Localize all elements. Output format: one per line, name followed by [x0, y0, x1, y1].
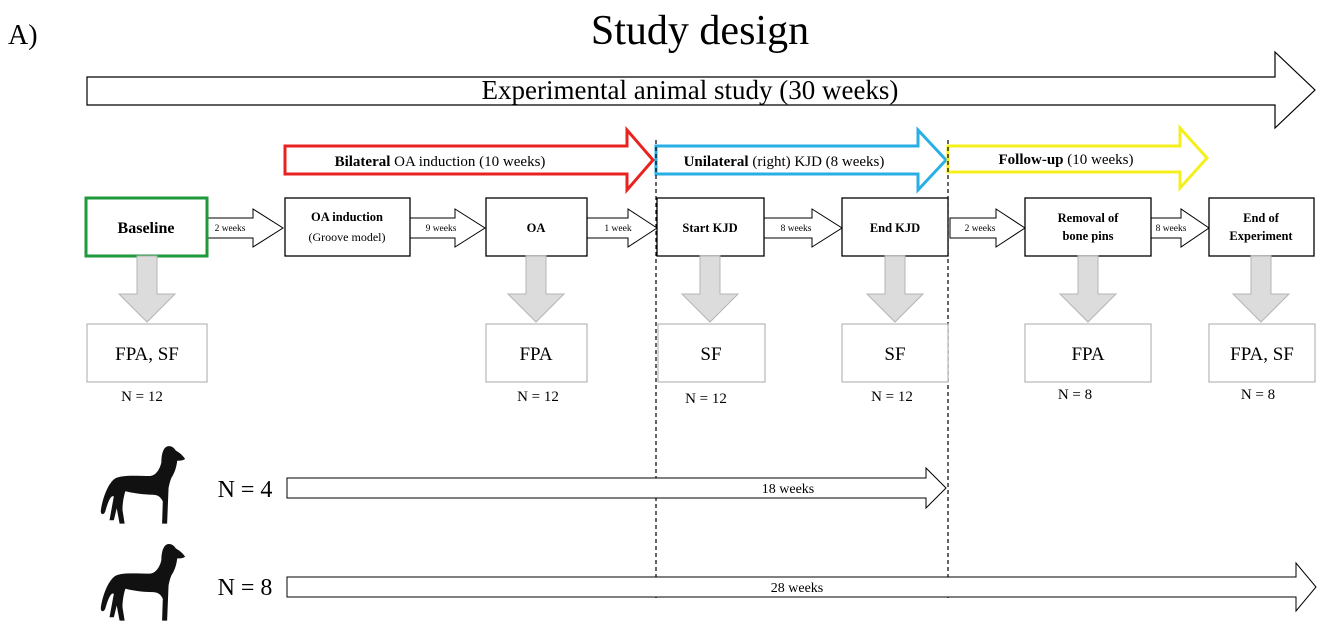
group-duration-label: 28 weeks: [771, 581, 824, 596]
measurement-down-arrow: [506, 255, 566, 323]
sample-size-label: N = 8: [1241, 387, 1275, 403]
interval-label: 8 weeks: [1156, 224, 1187, 234]
measurement-start-kjd: SF: [657, 323, 766, 383]
measurement-end-experiment: FPA, SF: [1208, 323, 1316, 383]
timepoint-label: Start KJD: [682, 221, 737, 235]
timepoint-oa-induction: OA induction (Groove model): [284, 197, 411, 257]
interval-arrow: 8 weeks: [763, 208, 843, 248]
timepoint-sublabel: bone pins: [1062, 229, 1113, 243]
group-n8: N = 8 28 weeks: [100, 544, 1317, 621]
svg-text:Unilateral (right) KJD (8 we: Unilateral (right) KJD (8 weeks): [684, 154, 885, 170]
group-n4: N = 4 18 weeks: [100, 446, 947, 524]
timepoint-label: Removal of: [1058, 211, 1120, 225]
group-size-label: N = 4: [218, 477, 273, 503]
measurement-label: FPA: [1071, 344, 1104, 365]
timepoint-label: OA induction: [311, 210, 383, 224]
overall-arrow-label: Experimental animal study (30 weeks): [482, 75, 899, 105]
measurement-label: FPA, SF: [115, 344, 179, 365]
measurement-label: FPA: [519, 344, 552, 365]
sample-size-label: N = 12: [685, 391, 727, 407]
measurement-down-arrow: [117, 255, 177, 323]
measurement-down-arrow: [1231, 255, 1291, 323]
phase-bold-label: Bilateral: [335, 154, 391, 170]
interval-label: 1 week: [604, 224, 631, 234]
overall-timeline-arrow: Experimental animal study (30 weeks): [86, 50, 1316, 130]
timepoint-end-kjd: End KJD: [841, 197, 949, 257]
timepoint-label: End of: [1243, 211, 1280, 225]
interval-label: 9 weeks: [426, 224, 457, 234]
timepoint-removal-bone-pins: Removal of bone pins: [1024, 197, 1152, 257]
interval-arrow: 8 weeks: [1150, 208, 1210, 248]
interval-label: 8 weeks: [781, 224, 812, 234]
interval-arrow: 2 weeks: [207, 208, 284, 248]
group-duration-arrow: [286, 466, 947, 510]
measurement-label: FPA, SF: [1230, 344, 1294, 365]
timepoint-label: OA: [527, 221, 546, 235]
phase-label: (right) KJD (8 weeks): [749, 154, 885, 170]
group-duration-label: 18 weeks: [762, 482, 815, 497]
timepoint-end-experiment: End of Experiment: [1208, 197, 1315, 257]
dog-icon: [100, 544, 186, 621]
phase-arrow-unilateral: Unilateral (right) KJD (8 weeks): [654, 126, 949, 194]
svg-text:Follow-up (10 weeks): Follow-up (10 weeks): [999, 152, 1134, 168]
measurement-label: SF: [884, 344, 905, 365]
timepoint-oa: OA: [485, 197, 588, 257]
measurement-end-kjd: SF: [841, 323, 949, 383]
interval-arrow: 1 week: [586, 208, 658, 248]
interval-arrow: 9 weeks: [409, 208, 486, 248]
measurement-down-arrow: [1058, 255, 1118, 323]
timepoint-sublabel: (Groove model): [309, 230, 386, 244]
phase-arrow-bilateral: Bilateral OA induction (10 weeks): [283, 125, 655, 195]
timepoint-start-kjd: Start KJD: [656, 197, 765, 257]
phase-label: OA induction (10 weeks): [390, 154, 545, 170]
phase-label: (10 weeks): [1064, 152, 1134, 168]
group-duration-arrow: [286, 561, 1317, 613]
sample-size-label: N = 8: [1058, 387, 1092, 403]
svg-text:Bilateral OA induction (10 we: Bilateral OA induction (10 weeks): [335, 154, 546, 170]
dog-icon: [100, 446, 186, 524]
interval-label: 2 weeks: [965, 224, 996, 234]
group-size-label: N = 8: [218, 575, 273, 601]
timepoint-label: End KJD: [870, 221, 920, 235]
measurement-baseline: FPA, SF: [86, 323, 208, 383]
page-title: Study design: [591, 8, 809, 54]
measurement-down-arrow: [865, 255, 925, 323]
phase-arrow-follow-up: Follow-up (10 weeks): [946, 124, 1210, 192]
sample-size-label: N = 12: [871, 389, 913, 405]
measurement-label: SF: [700, 344, 721, 365]
phase-bold-label: Unilateral: [684, 154, 749, 170]
interval-label: 2 weeks: [215, 224, 246, 234]
timepoint-sublabel: Experiment: [1229, 229, 1293, 243]
panel-label: A): [8, 20, 38, 51]
measurement-removal-bone-pins: FPA: [1024, 323, 1152, 383]
phase-arrow-shape: [283, 125, 655, 195]
phase-arrow-shape: [654, 126, 949, 194]
measurement-oa: FPA: [485, 323, 588, 383]
sample-size-label: N = 12: [121, 389, 163, 405]
measurement-down-arrow: [680, 255, 740, 323]
interval-arrow: 2 weeks: [949, 208, 1026, 248]
timepoint-label: Baseline: [118, 220, 175, 237]
sample-size-label: N = 12: [517, 389, 559, 405]
phase-bold-label: Follow-up: [999, 152, 1064, 168]
timepoint-baseline: Baseline: [84, 196, 209, 258]
phase-arrow-shape: [946, 124, 1210, 192]
